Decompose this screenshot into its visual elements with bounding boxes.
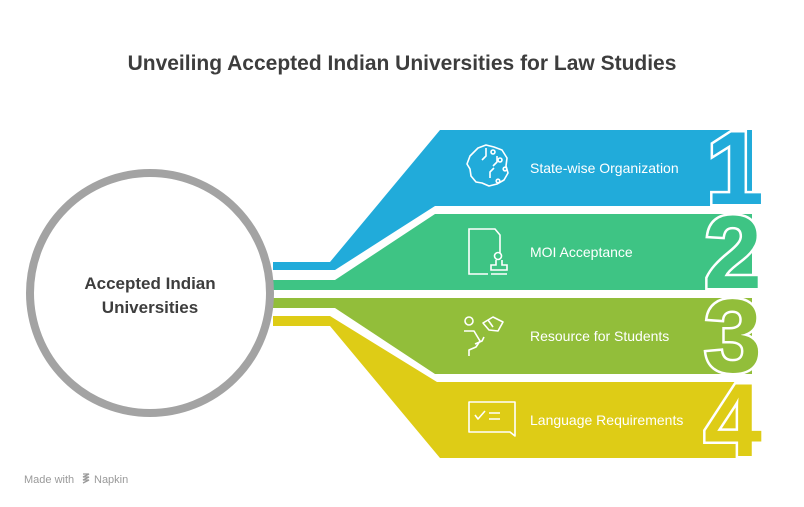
footer-made-with: Made with xyxy=(24,474,74,486)
item-label-2: MOI Acceptance xyxy=(530,244,633,260)
number-3: 3 xyxy=(704,279,762,395)
band-4 xyxy=(273,316,752,458)
person-catching-book-icon xyxy=(464,316,504,356)
band-3 xyxy=(273,298,752,374)
center-label-line1: Accepted Indian xyxy=(84,274,215,293)
item-label-4: Language Requirements xyxy=(530,412,683,428)
center-label-line2: Universities xyxy=(102,298,198,317)
item-label-3: Resource for Students xyxy=(530,328,669,344)
number-2: 2 xyxy=(704,195,762,311)
band-1 xyxy=(273,130,752,270)
number-4: 4 xyxy=(704,363,762,479)
footer-brand[interactable]: Napkin xyxy=(94,474,128,486)
number-1: 1 xyxy=(706,111,764,227)
item-label-1: State-wise Organization xyxy=(530,160,679,176)
brain-circuit-icon xyxy=(466,144,509,187)
checklist-chat-icon xyxy=(468,401,516,437)
band-2 xyxy=(273,214,752,290)
document-stamp-icon xyxy=(468,228,508,275)
page-title: Unveiling Accepted Indian Universities f… xyxy=(128,52,677,75)
center-ring xyxy=(26,169,274,417)
napkin-logo-icon xyxy=(82,473,90,484)
